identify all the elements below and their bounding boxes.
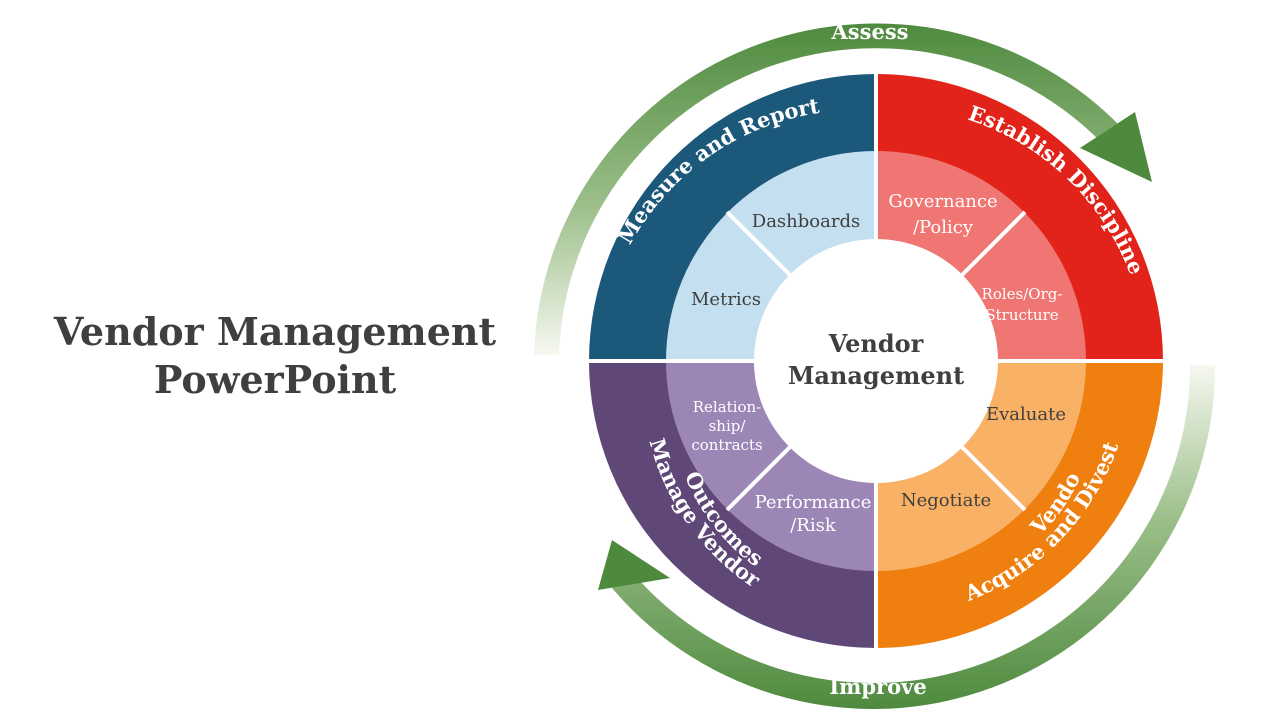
title-line-1: Vendor Management <box>53 309 497 354</box>
label-line: Dashboards <box>752 211 860 232</box>
divider-acquire <box>948 433 1027 512</box>
label-line: /Risk <box>790 515 837 536</box>
divider-measure <box>725 210 804 289</box>
center-line-2: Management <box>788 361 964 390</box>
item-dashboards: Dashboards <box>752 211 860 232</box>
label-line: Negotiate <box>901 490 991 511</box>
label-line: Performance <box>755 492 872 513</box>
label-line: Relation- <box>693 398 762 416</box>
label-line: Roles/Org- <box>982 285 1063 303</box>
item-metrics: Metrics <box>691 289 761 310</box>
item-roles-org-structure: Roles/Org- Structure <box>982 285 1063 324</box>
label-line: /Policy <box>913 217 974 238</box>
improve-label: Improve <box>829 674 926 699</box>
label-line: Governance <box>888 191 997 212</box>
center-line-1: Vendor <box>828 329 924 358</box>
label-line: Structure <box>985 306 1058 324</box>
label-line: Evaluate <box>986 404 1066 425</box>
label-line: Metrics <box>691 289 761 310</box>
title-line-2: PowerPoint <box>153 357 397 402</box>
label-line: ship/ <box>709 417 747 435</box>
page-title: Vendor Management PowerPoint <box>40 308 510 404</box>
improve-arrow-body <box>612 365 1216 710</box>
assess-arrowhead-icon <box>1080 112 1152 182</box>
item-performance-risk: Performance/Risk <box>755 492 872 536</box>
label-line: contracts <box>691 436 762 454</box>
item-negotiate: Negotiate <box>901 490 991 511</box>
item-governance-policy: Governance/Policy <box>888 191 997 238</box>
improve-arrowhead-icon <box>598 540 670 590</box>
divider-manage <box>725 433 804 512</box>
divider-establish <box>948 210 1027 289</box>
item-relationship-contracts: Relation-ship/contracts <box>691 398 762 454</box>
cycle-arrows: Assess Improve <box>534 19 1216 710</box>
assess-label: Assess <box>831 19 909 44</box>
center-circle <box>754 239 998 483</box>
assess-arrow-body <box>534 23 1133 356</box>
item-evaluate: Evaluate <box>986 404 1066 425</box>
